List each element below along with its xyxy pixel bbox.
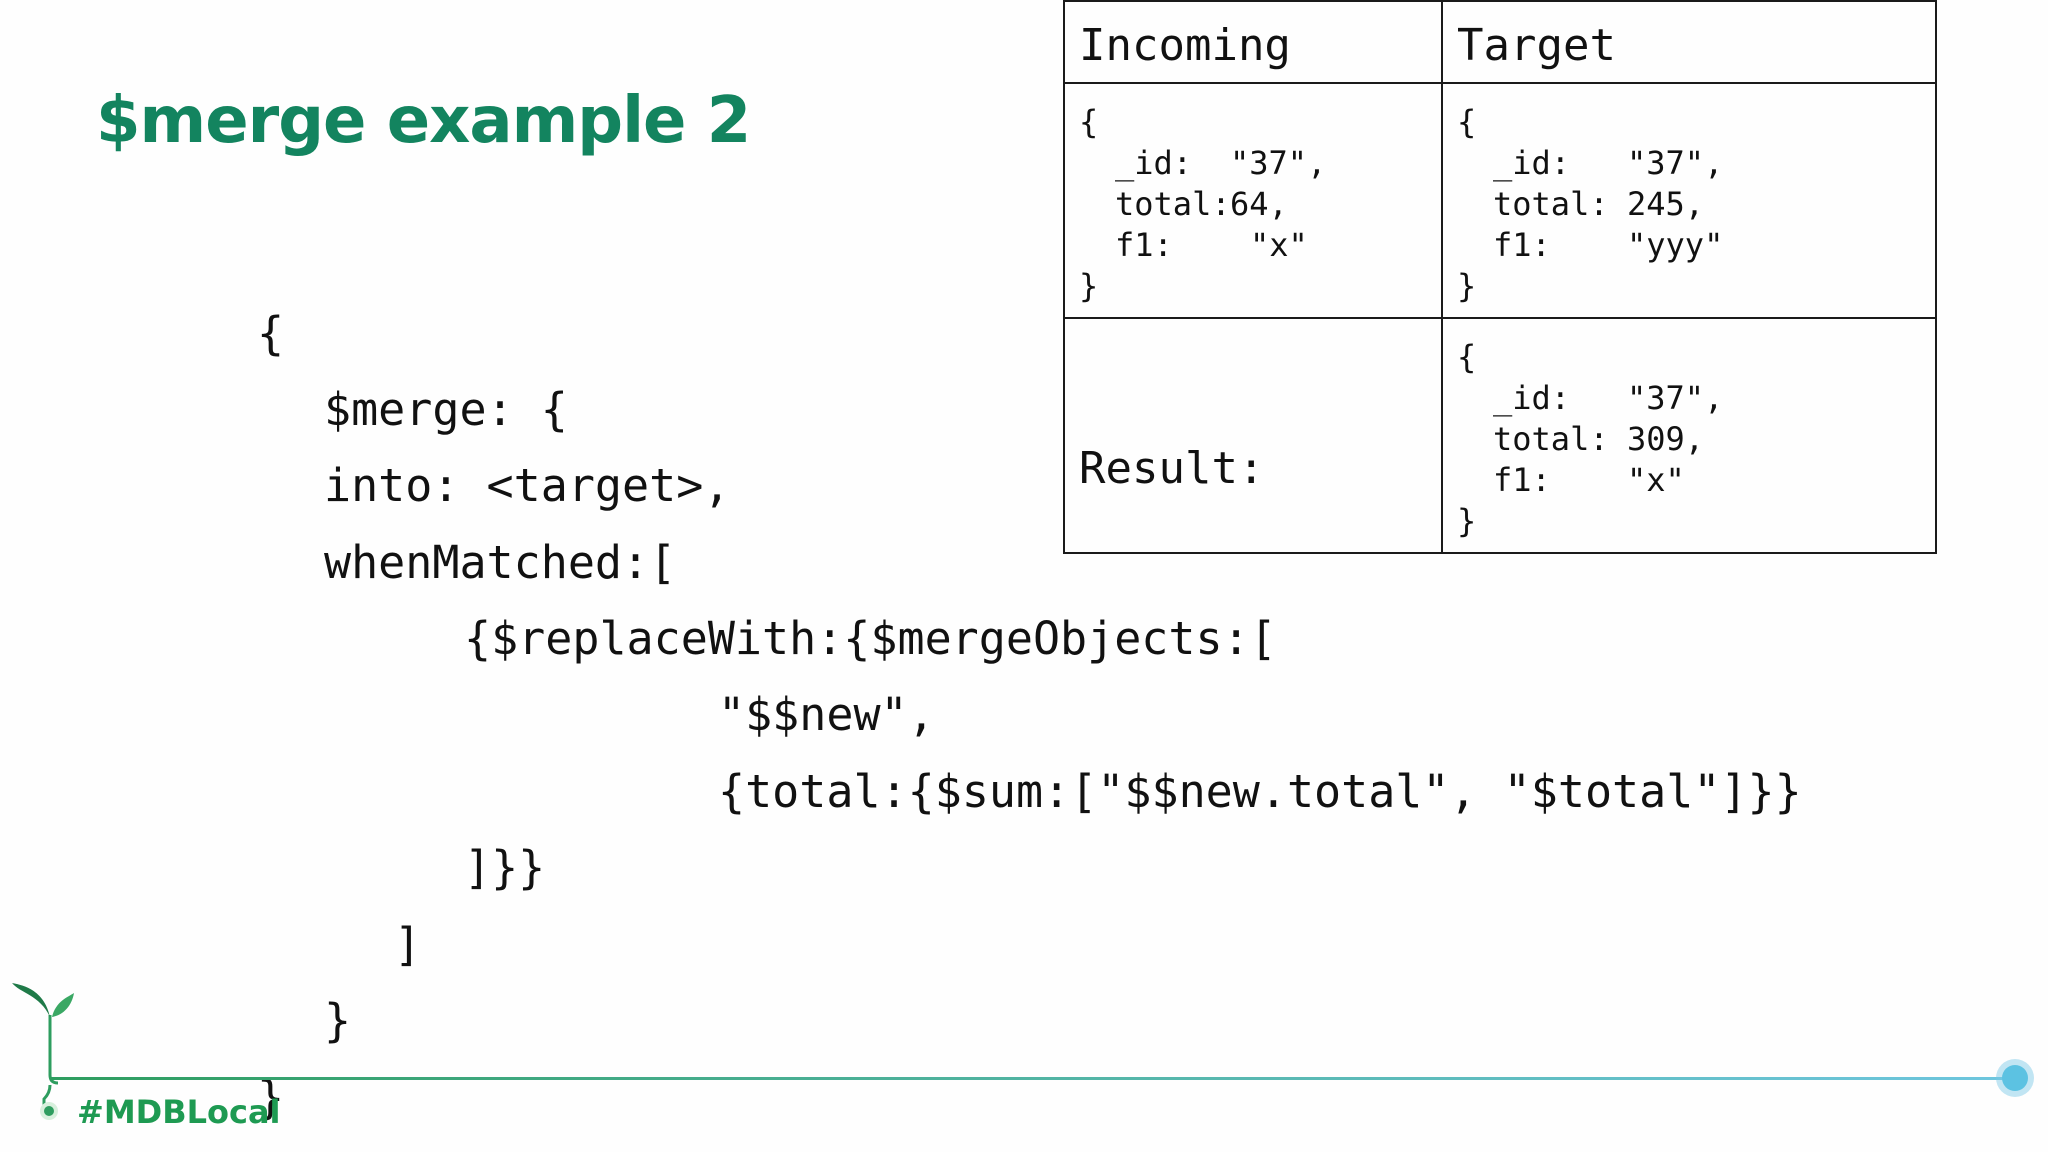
incoming-doc-cell: { _id:"37",total:64,f1:"x"} [1063,82,1443,320]
code-line: {$replaceWith:{$mergeObjects:[ [464,612,1277,665]
slide-title: $merge example 2 [96,84,751,158]
incoming-document: { _id:"37",total:64,f1:"x"} [1065,84,1441,307]
result-label-cell: Result: [1063,317,1443,554]
field-key: f1: [1115,226,1173,265]
field-value: 245, [1627,185,1705,224]
field-f1: f1: "yyy" [1457,225,1935,266]
code-line: ]}} [464,841,546,894]
code-line: } [257,1071,285,1124]
field-value: "37", [1230,144,1327,183]
field-value: "yyy" [1627,226,1724,265]
field-key: total: [1493,420,1609,459]
header-target: Target [1441,0,1937,85]
field-value: "x" [1627,461,1685,500]
brace-open: { [1457,338,1477,377]
field-key: _id: [1115,144,1193,183]
timeline-end-dot-icon [2002,1065,2028,1091]
code-line: "$$new", [718,688,935,741]
sprout-icon [12,983,74,1120]
result-document: { _id: "37", total: 309, f1: "x"} [1443,319,1935,542]
field-value: "37", [1627,379,1724,418]
code-line: {total:{$sum:["$$new.total", "$total"]}} [718,765,1802,818]
field-f1: f1: "x" [1457,460,1935,501]
field-total: total: 309, [1457,419,1935,460]
header-incoming: Incoming [1063,0,1443,85]
brace-close: } [1079,267,1099,306]
field-id: _id: "37", [1457,143,1935,184]
timeline-line [50,1077,2015,1080]
field-f1: f1: "x" [1079,225,1441,266]
field-key: total: [1115,185,1231,224]
brace-close: } [1457,267,1477,306]
field-id: _id: "37", [1457,378,1935,419]
field-key: _id: [1493,379,1571,418]
field-key: _id: [1493,144,1571,183]
brace-open: { [1079,103,1099,142]
target-doc-cell: { _id: "37", total: 245, f1: "yyy"} [1441,82,1937,320]
field-value: 64, [1230,185,1288,224]
code-line: whenMatched:[ [324,536,677,589]
field-key: total: [1493,185,1609,224]
field-value: 309, [1627,420,1705,459]
code-line: ] [394,918,422,971]
code-line: } [324,994,352,1047]
field-value: "37", [1627,144,1724,183]
target-document: { _id: "37", total: 245, f1: "yyy"} [1443,84,1935,307]
merge-comparison-table: Incoming Target { _id:"37",total:64,f1:"… [1063,0,1937,554]
field-id: _id: "37", [1079,143,1441,184]
field-total: total:64, [1079,184,1441,225]
code-line: { [257,307,285,360]
code-line: $merge: { [324,383,568,436]
field-value: "x" [1250,226,1308,265]
result-label: Result: [1079,443,1265,495]
hashtag: #MDBLocal [77,1093,281,1131]
field-key: f1: [1493,461,1551,500]
code-line: into: <target>, [324,459,731,512]
result-doc-cell: { _id: "37", total: 309, f1: "x"} [1441,317,1937,554]
field-total: total: 245, [1457,184,1935,225]
brace-close: } [1457,502,1477,541]
field-key: f1: [1493,226,1551,265]
brace-open: { [1457,103,1477,142]
